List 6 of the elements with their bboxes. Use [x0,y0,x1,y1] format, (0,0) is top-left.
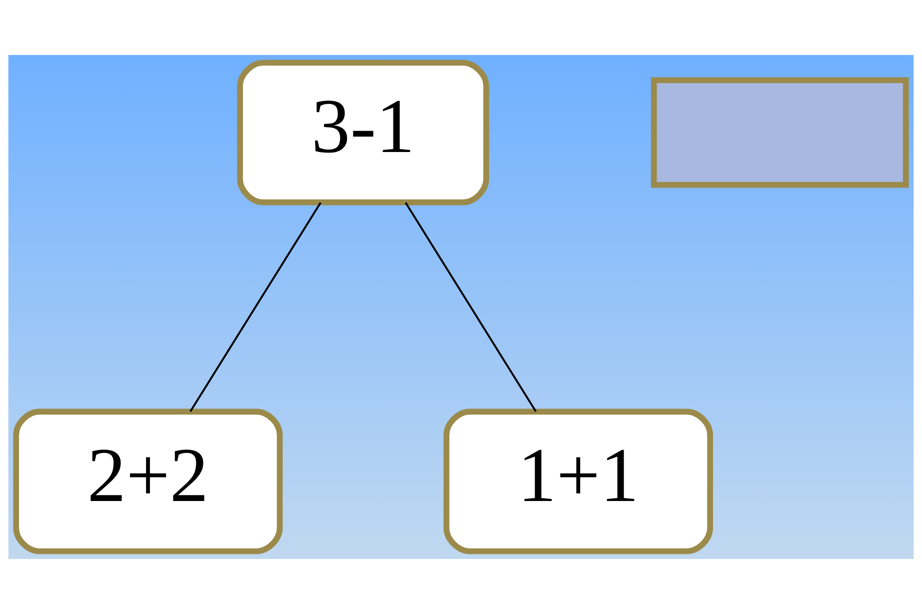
node-box: 2+2 [13,408,283,554]
node-box: 3-1 [237,59,490,205]
connector [190,202,322,412]
connector [404,202,537,412]
node-box [650,76,909,188]
node-box: 1+1 [444,408,713,554]
